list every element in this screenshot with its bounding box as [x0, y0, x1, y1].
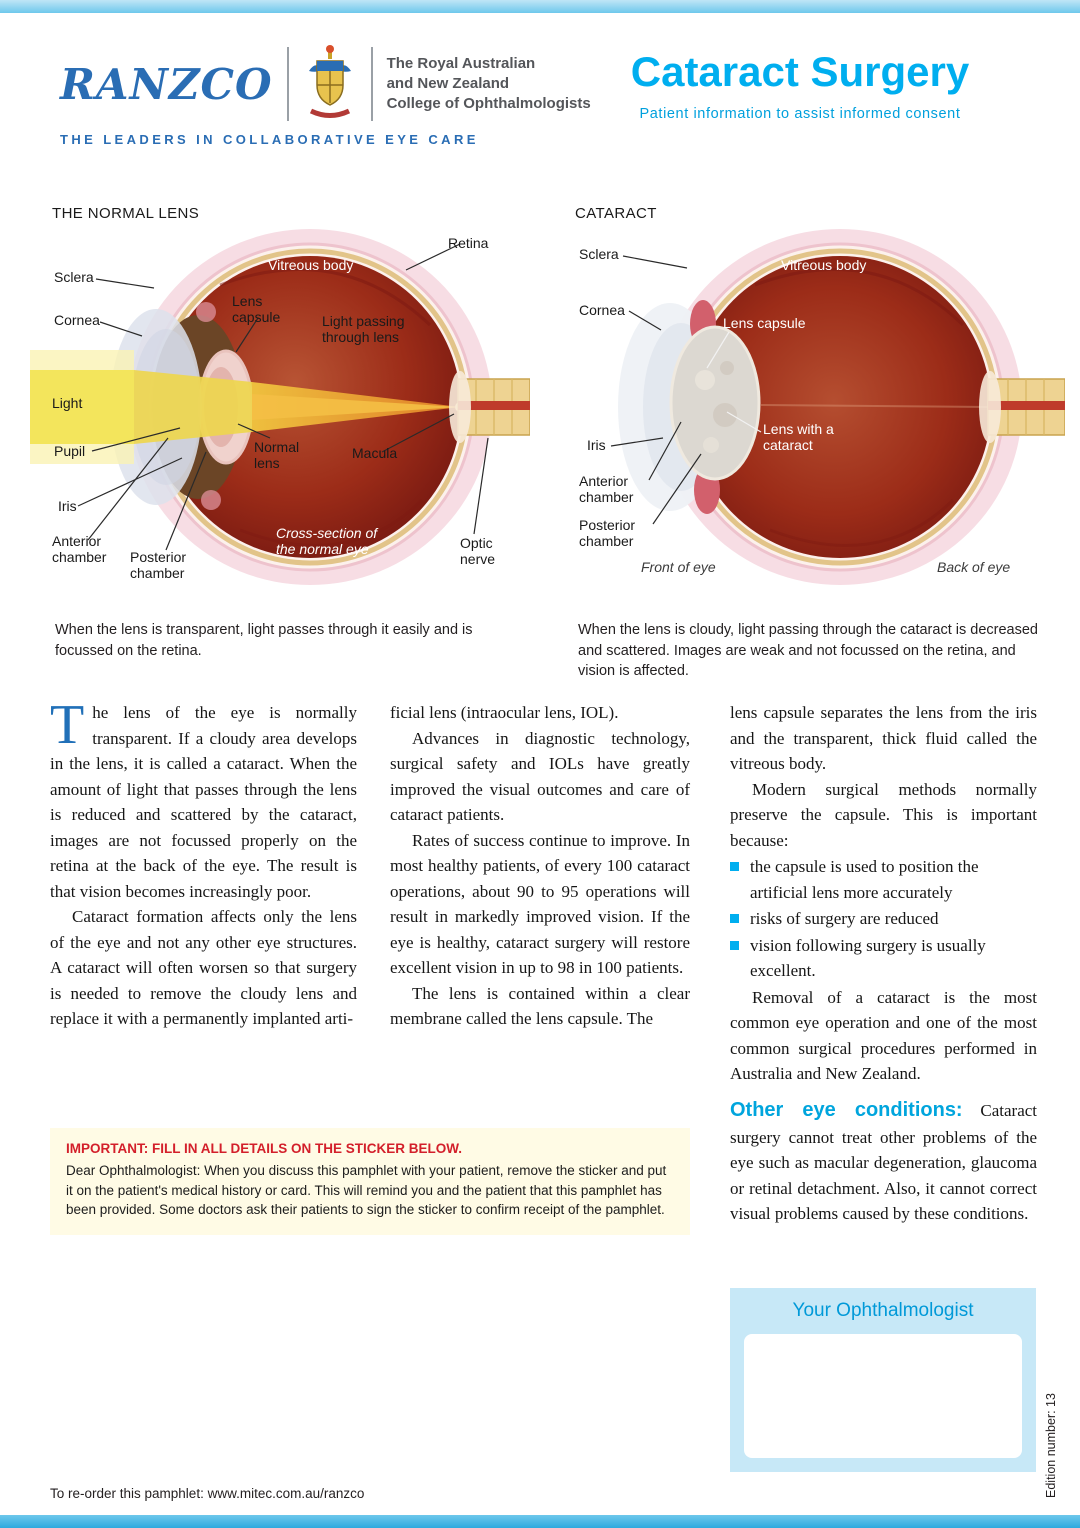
body-paragraph: Rates of success continue to improve. In…	[390, 830, 690, 978]
article-column-2: ficial lens (intraocular lens, IOL). Adv…	[390, 700, 690, 1032]
normal-lens-diagram: THE NORMAL LENS Sclera Cornea Light Pupi…	[30, 200, 530, 605]
body-paragraph: he lens of the eye is normally transpare…	[50, 703, 357, 901]
bullet-text: risks of surgery are reduced	[750, 909, 939, 928]
bottom-brand-bar	[0, 1515, 1080, 1528]
label-lines	[77, 243, 489, 551]
ranzco-logo: RANZCO The Royal Australian and New Zeal…	[60, 44, 591, 124]
label-cross-section: Cross-section of the normal eye	[276, 525, 378, 557]
label-back-of-eye: Back of eye	[937, 559, 1011, 575]
optic-nerve-shape	[979, 371, 1065, 443]
body-paragraph: Removal of a cataract is the most common…	[730, 987, 1037, 1084]
body-paragraph: lens capsule separates the lens from the…	[730, 703, 1037, 773]
ranzco-crest-icon	[308, 45, 351, 118]
label-lens-capsule: Lens capsule	[232, 293, 281, 325]
label-iris: Iris	[58, 498, 77, 514]
label-lines	[610, 255, 762, 525]
body-paragraph: Advances in diagnostic technology, surgi…	[390, 728, 690, 825]
bullet-item: vision following surgery is usually exce…	[730, 933, 1037, 984]
article-column-3: lens capsule separates the lens from the…	[730, 700, 1037, 1227]
label-normal-lens: Normal lens	[254, 439, 300, 471]
bullet-text: vision following surgery is usually exce…	[750, 935, 986, 981]
label-iris: Iris	[587, 437, 606, 453]
label-lens-capsule: Lens capsule	[723, 315, 806, 331]
label-cornea: Cornea	[579, 302, 625, 318]
ophthalmologist-box-title: Your Ophthalmologist	[792, 1300, 974, 1321]
ranzco-tagline: THE LEADERS IN COLLABORATIVE EYE CARE	[60, 132, 479, 147]
label-anterior-chamber: Anterior chamber	[579, 473, 634, 505]
bullet-item: the capsule is used to position the arti…	[730, 854, 1037, 905]
bullet-square-icon	[730, 940, 739, 950]
sticker-body: Dear Ophthalmologist: When you discuss t…	[66, 1163, 667, 1218]
light-beam-shape	[30, 350, 465, 464]
label-sclera: Sclera	[579, 246, 619, 262]
logo-divider	[286, 47, 289, 121]
body-paragraph: The lens is contained within a clear mem…	[390, 983, 690, 1029]
dropcap: T	[50, 694, 85, 756]
label-light-passing: Light passing through lens	[322, 313, 405, 345]
reorder-note: To re-order this pamphlet: www.mitec.com…	[50, 1486, 365, 1501]
sticker-notice-box: IMPORTANT: FILL IN ALL DETAILS ON THE ST…	[50, 1128, 690, 1235]
body-paragraph: Cataract formation affects only the lens…	[50, 907, 357, 1028]
ranzco-wordmark: RANZCO	[60, 59, 273, 109]
diagram-title: CATARACT	[575, 205, 657, 222]
bullet-square-icon	[730, 914, 739, 923]
page-subtitle: Patient information to assist informed c…	[639, 106, 961, 122]
label-retina: Retina	[448, 235, 489, 251]
normal-eye-illustration	[30, 229, 530, 585]
label-anterior-chamber: Anterior chamber	[52, 533, 107, 565]
ophthalmologist-box: Your Ophthalmologist	[730, 1288, 1036, 1472]
label-optic-nerve: Optic nerve	[460, 535, 496, 567]
sticker-title: IMPORTANT: FILL IN ALL DETAILS ON THE ST…	[66, 1141, 462, 1156]
label-pupil: Pupil	[54, 443, 86, 459]
label-cornea: Cornea	[54, 312, 100, 328]
edition-number: Edition number: 13	[1044, 1393, 1058, 1498]
org-name-line: The Royal Australian	[386, 54, 536, 72]
label-posterior-chamber: Posterior chamber	[579, 517, 636, 549]
label-posterior-chamber: Posterior chamber	[130, 549, 187, 581]
label-macula: Macula	[352, 445, 398, 461]
body-paragraph: ficial lens (intraocular lens, IOL).	[390, 703, 619, 722]
optic-nerve-shape	[449, 371, 530, 443]
normal-lens-caption: When the lens is transparent, light pass…	[55, 622, 473, 659]
label-vitreous-body: Vitreous body	[268, 257, 354, 273]
bullet-item: risks of surgery are reduced	[730, 906, 1037, 932]
page-title: Cataract Surgery	[630, 48, 970, 95]
label-light: Light	[52, 395, 83, 411]
diagram-title: THE NORMAL LENS	[52, 205, 200, 222]
ophthalmologist-write-in-area	[744, 1334, 1022, 1458]
cataract-lens-shape	[618, 300, 992, 514]
cataract-caption: When the lens is cloudy, light passing t…	[578, 622, 1038, 680]
org-name-line: College of Ophthalmologists	[386, 95, 591, 113]
label-front-of-eye: Front of eye	[641, 559, 716, 575]
other-conditions-text: Cataract surgery cannot treat other prob…	[730, 1100, 1038, 1224]
bullet-square-icon	[730, 862, 739, 871]
body-paragraph: Modern surgical methods normally preserv…	[730, 779, 1037, 850]
label-sclera: Sclera	[54, 269, 94, 285]
label-vitreous-body: Vitreous body	[781, 257, 867, 273]
other-conditions-heading: Other eye conditions:	[730, 1098, 963, 1121]
cataract-diagram: CATARACT Sclera Cornea Iris Anterior cha…	[565, 200, 1065, 605]
bullet-text: the capsule is used to position the arti…	[750, 857, 979, 902]
label-lens-with-cataract: Lens with a cataract	[763, 421, 834, 453]
top-brand-bar	[0, 0, 1080, 13]
org-name-line: and New Zealand	[386, 74, 510, 92]
logo-divider	[370, 47, 373, 121]
cataract-eye-illustration	[610, 229, 1065, 585]
